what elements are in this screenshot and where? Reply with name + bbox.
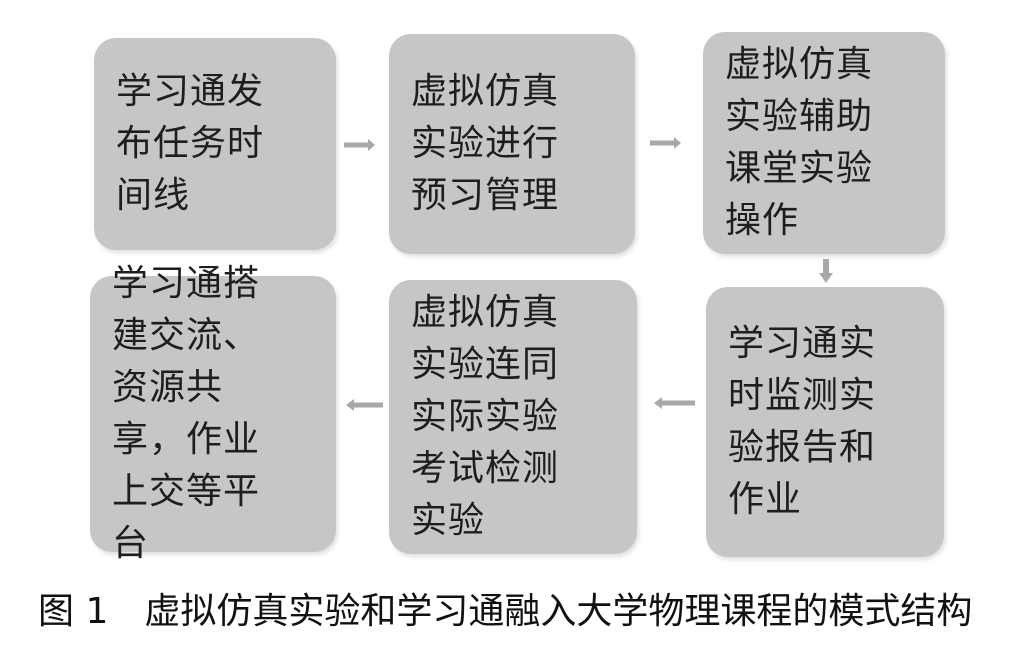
arrow-down-icon xyxy=(819,259,833,283)
figure-number: 图 1 xyxy=(38,591,109,632)
arrow-left-icon xyxy=(654,397,695,409)
step-box-5: 虚拟仿真实验连同实际实验考试检测实验 xyxy=(389,280,637,554)
arrow-left-icon xyxy=(346,399,383,411)
step-box-1: 学习通发布任务时间线 xyxy=(94,38,336,250)
arrow-right-icon xyxy=(344,139,375,151)
step-text-5: 虚拟仿真实验连同实际实验考试检测实验 xyxy=(411,292,560,541)
figure-title: 虚拟仿真实验和学习通融入大学物理课程的模式结构 xyxy=(144,591,973,632)
step-box-6: 学习通搭建交流、资源共享，作业上交等平台 xyxy=(90,263,336,564)
step-text-6: 学习通搭建交流、资源共享，作业上交等平台 xyxy=(112,263,261,564)
step-text-1: 学习通发布任务时间线 xyxy=(116,71,265,216)
step-box-2: 虚拟仿真实验进行预习管理 xyxy=(389,34,635,254)
step-text-3: 虚拟仿真实验辅助课堂实验操作 xyxy=(725,44,874,241)
step-box-4: 学习通实时监测实验报告和作业 xyxy=(706,287,944,557)
step-box-3: 虚拟仿真实验辅助课堂实验操作 xyxy=(703,32,945,254)
step-text-2: 虚拟仿真实验进行预习管理 xyxy=(411,71,560,216)
figure-caption: 图 1 虚拟仿真实验和学习通融入大学物理课程的模式结构 xyxy=(38,588,988,636)
step-text-4: 学习通实时监测实验报告和作业 xyxy=(728,323,877,520)
arrow-right-icon xyxy=(650,137,681,149)
